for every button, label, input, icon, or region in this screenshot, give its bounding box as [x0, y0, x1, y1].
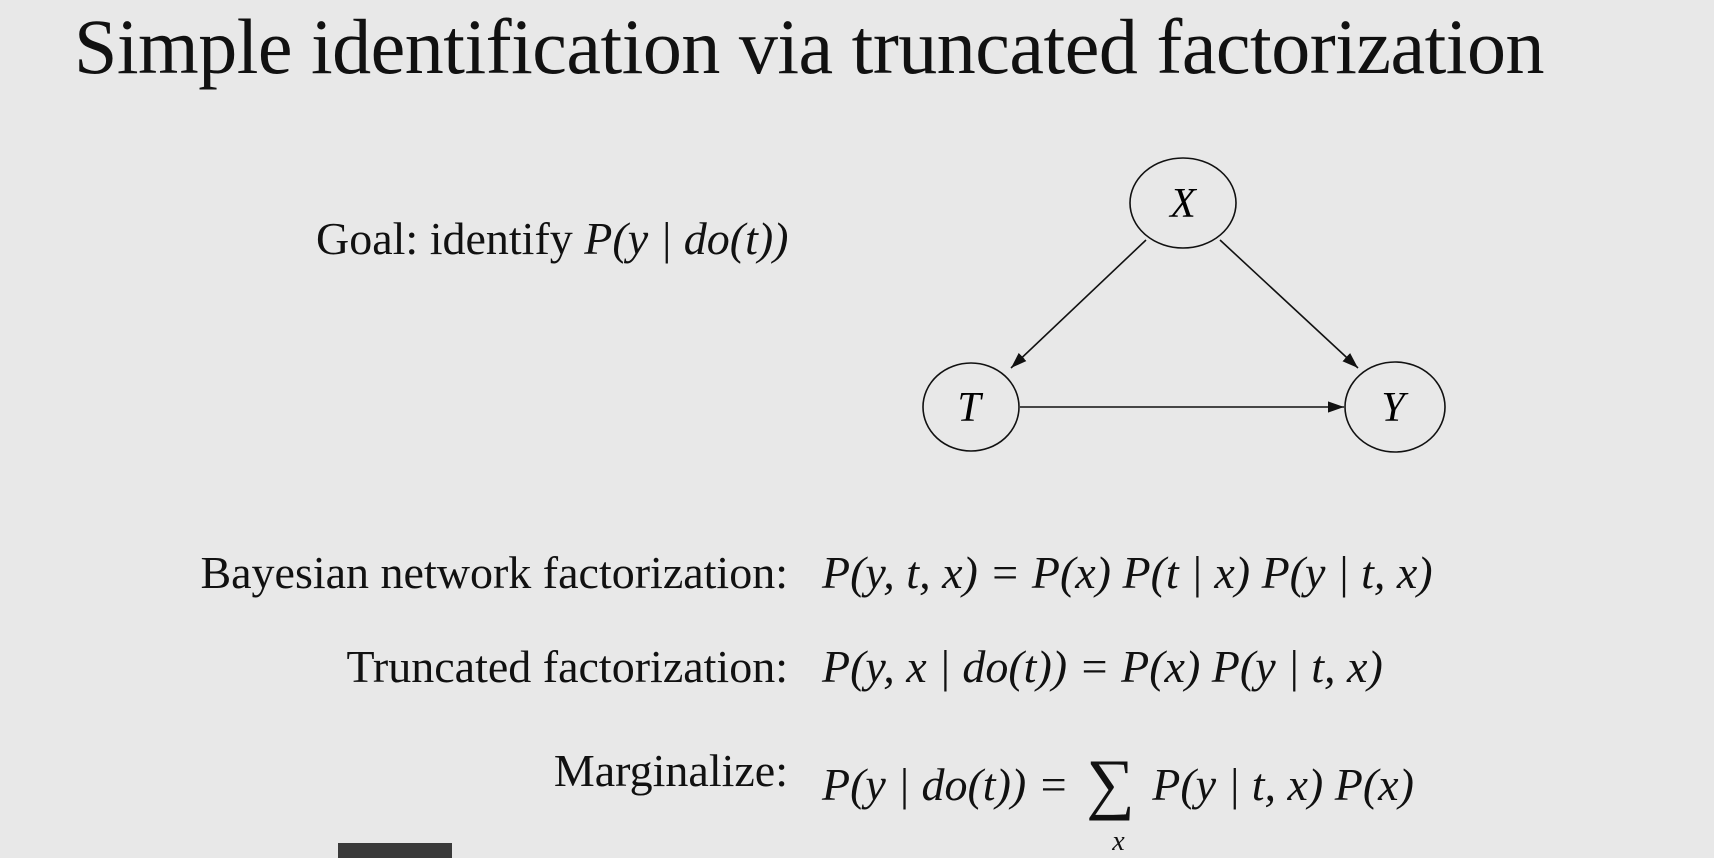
edge-x-to-y: [1219, 239, 1359, 369]
edge-x-to-t: [1010, 239, 1147, 369]
node-x: X: [1129, 157, 1237, 249]
equation-row-marginalize: Marginalize:: [0, 744, 788, 804]
summation-symbol: ∑x: [1086, 745, 1135, 857]
marginalize-lhs: P(y | do(t)) =: [822, 759, 1069, 810]
node-y-label: Y: [1381, 385, 1409, 431]
goal-label: Goal: identify: [316, 213, 585, 264]
equation-row-truncated: Truncated factorization:: [0, 640, 788, 700]
equation-bayesian: P(y, t, x) = P(x) P(t | x) P(y | t, x): [822, 547, 1433, 598]
node-t: T: [922, 362, 1020, 452]
goal-statement: Goal: identify P(y | do(t)): [316, 212, 789, 265]
equation-label-truncated: Truncated factorization:: [346, 641, 788, 692]
node-x-label: X: [1168, 181, 1198, 227]
equation-row-bayesian: Bayesian network factorization:: [0, 546, 788, 606]
equation-label-marginalize: Marginalize:: [553, 745, 788, 796]
goal-expression: P(y | do(t)): [584, 213, 789, 264]
equation-marginalize: P(y | do(t)) = ∑x P(y | t, x) P(x): [822, 744, 1414, 857]
marginalize-rhs: P(y | t, x) P(x): [1152, 759, 1414, 810]
node-t-label: T: [957, 385, 983, 431]
slide-title: Simple identification via truncated fact…: [74, 3, 1544, 90]
node-y: Y: [1344, 361, 1446, 453]
equation-label-bayesian: Bayesian network factorization:: [200, 547, 788, 598]
summation-index: x: [1112, 826, 1125, 857]
footer-bar: [338, 843, 452, 858]
equation-truncated: P(y, x | do(t)) = P(x) P(y | t, x): [822, 641, 1383, 692]
